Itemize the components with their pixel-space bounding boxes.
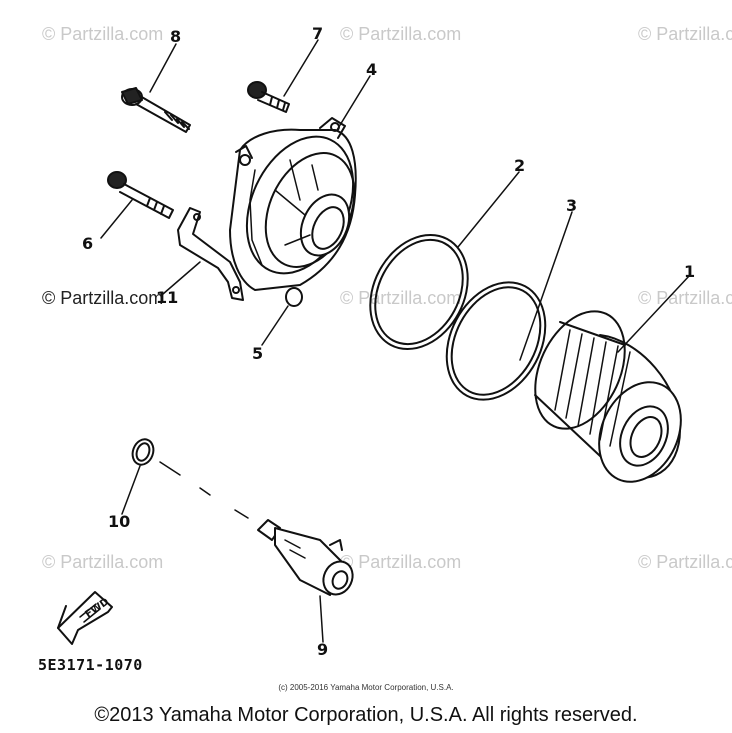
leader-line — [100, 199, 133, 239]
small-copyright: (c) 2005-2016 Yamaha Motor Corporation, … — [278, 683, 454, 692]
leader-line — [261, 305, 289, 346]
bracket — [177, 207, 244, 301]
leader-line — [149, 43, 177, 93]
callout-1: 1 — [684, 262, 696, 281]
filter-element — [534, 310, 682, 483]
leader-line — [319, 595, 324, 643]
leader-line — [617, 274, 691, 353]
callout-4: 4 — [366, 60, 378, 79]
leader-line — [519, 211, 573, 361]
bolt-small — [247, 81, 290, 113]
leader-line — [457, 171, 520, 248]
callout-5: 5 — [252, 344, 264, 363]
bolt-short — [107, 171, 174, 219]
diagram-code: 5E3171-1070 — [38, 656, 143, 674]
watermark: © Partzilla.com — [638, 552, 732, 572]
watermark: © Partzilla.com — [340, 552, 462, 572]
assembly-line — [159, 461, 249, 519]
o-ring-filter — [445, 281, 547, 401]
callout-6: 6 — [82, 234, 94, 253]
callout-9: 9 — [317, 640, 329, 659]
bolt-long — [121, 87, 191, 133]
washer — [131, 438, 155, 466]
watermark: © Partzilla.com — [638, 24, 732, 44]
callout-11: 11 — [156, 288, 179, 307]
filter-cover — [229, 117, 357, 291]
footer-copyright: ©2013 Yamaha Motor Corporation, U.S.A. A… — [94, 704, 638, 726]
callout-7: 7 — [312, 24, 324, 43]
watermark: © Partzilla.com — [638, 288, 732, 308]
oil-switch — [257, 519, 354, 596]
watermark: © Partzilla.com — [42, 288, 164, 308]
leader-line — [283, 39, 319, 97]
watermark: © Partzilla.com — [42, 552, 164, 572]
watermark: © Partzilla.com — [340, 24, 462, 44]
callout-3: 3 — [566, 196, 578, 215]
o-ring-small — [285, 287, 303, 307]
callout-2: 2 — [514, 156, 526, 175]
fwd-arrow — [57, 591, 113, 645]
callout-10: 10 — [108, 512, 131, 531]
leader-line — [162, 261, 201, 295]
watermark: © Partzilla.com — [42, 24, 164, 44]
leader-line — [121, 465, 141, 515]
o-ring-large — [369, 233, 469, 351]
callout-8: 8 — [170, 27, 182, 46]
leader-line — [336, 75, 371, 131]
